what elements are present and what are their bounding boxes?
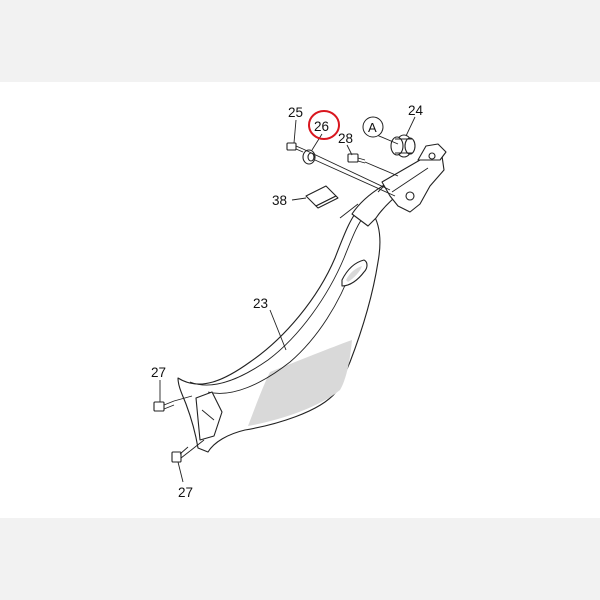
- callout-25: 25: [288, 105, 303, 120]
- callout-23: 23: [253, 296, 268, 311]
- leader-lines: [159, 116, 416, 483]
- callout-24: 24: [408, 103, 424, 118]
- side-cover-panel[interactable]: [177, 177, 409, 453]
- bolt-27-bottom[interactable]: [171, 446, 191, 463]
- screw-28[interactable]: [347, 153, 366, 164]
- callout-27-bottom: 27: [178, 485, 193, 500]
- label-38[interactable]: [305, 185, 339, 209]
- diagram-frame: [0, 82, 600, 518]
- upper-bracket[interactable]: [377, 143, 447, 213]
- callout-28: 28: [338, 131, 353, 146]
- assembly-lines: [173, 129, 399, 452]
- grommet-24[interactable]: [390, 134, 416, 158]
- bolt-27-top[interactable]: [153, 400, 175, 412]
- callout-27-top: 27: [151, 365, 166, 380]
- callout-26-highlight-ring: [308, 110, 340, 140]
- reference-a-label: A: [368, 120, 377, 135]
- reference-a-circle: [362, 116, 384, 138]
- callout-26: 26: [314, 119, 329, 134]
- bolt-25[interactable]: [286, 142, 304, 153]
- callout-38: 38: [272, 193, 287, 208]
